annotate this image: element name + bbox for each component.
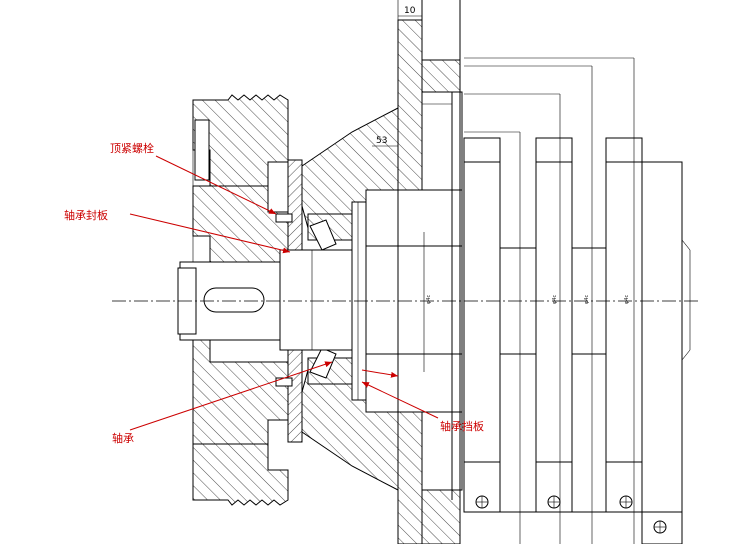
label-bearing: 轴承	[112, 431, 134, 445]
plate-stack	[463, 137, 691, 544]
dim-d4: φ4c	[624, 295, 630, 304]
dim-flange-gap: 53	[376, 136, 387, 146]
dim-top-thickness: 10	[404, 6, 416, 16]
dimension-lines	[372, 0, 635, 544]
label-bearing-retainer: 轴承挡板	[440, 419, 484, 433]
dim-d2: φ4c	[552, 295, 558, 304]
dim-d1: φ4c	[426, 295, 432, 304]
label-set-bolt: 顶紧螺栓	[110, 141, 154, 155]
hub-cone	[275, 107, 399, 491]
shaft	[177, 201, 367, 401]
label-bearing-cover: 轴承封板	[64, 208, 108, 222]
dim-d3: φ4c	[584, 295, 590, 304]
callout-leaders	[129, 155, 439, 431]
